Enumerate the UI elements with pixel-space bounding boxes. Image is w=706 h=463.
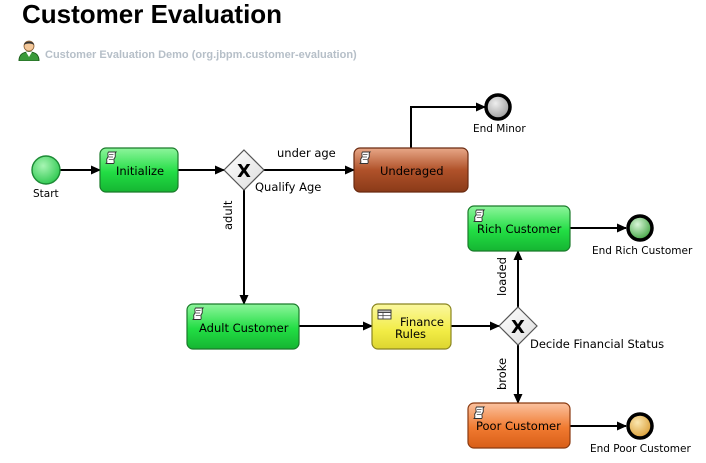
business-rule-icon xyxy=(377,309,392,320)
script-task-icon xyxy=(359,151,371,164)
sequence-flows xyxy=(60,102,627,431)
edge-label-broke: broke xyxy=(495,358,509,390)
task-initialize-label: Initialize xyxy=(116,164,164,178)
end-event-minor-label: End Minor xyxy=(473,123,526,135)
task-initialize[interactable]: Initialize xyxy=(99,147,179,193)
end-event-minor[interactable] xyxy=(484,93,512,121)
gateway-x-icon: X xyxy=(511,317,525,338)
script-task-icon xyxy=(473,406,485,419)
script-task-icon xyxy=(473,209,485,222)
gateway-qualify-age[interactable]: X xyxy=(223,149,265,191)
task-underaged[interactable]: Underaged xyxy=(353,147,469,193)
page-title: Customer Evaluation xyxy=(22,0,283,29)
user-icon xyxy=(17,39,41,65)
edge-label-loaded: loaded xyxy=(495,257,509,296)
process-subtitle[interactable]: Customer Evaluation Demo (org.jbpm.custo… xyxy=(17,40,357,64)
task-poor-customer[interactable]: Poor Customer xyxy=(467,402,571,449)
task-adult-customer[interactable]: Adult Customer xyxy=(186,303,300,350)
end-event-rich-customer[interactable] xyxy=(626,214,654,242)
end-event-poor-customer-label: End Poor Customer xyxy=(590,443,691,455)
gateway-qualify-age-label: Qualify Age xyxy=(255,180,321,194)
task-poor-customer-label: Poor Customer xyxy=(476,419,561,433)
gateway-decide-financial-status-label: Decide Financial Status xyxy=(530,337,664,351)
task-rich-customer-label: Rich Customer xyxy=(477,222,562,236)
task-finance-rules-label-line1: Finance xyxy=(400,315,444,329)
task-finance-rules-label-line2: Rules xyxy=(395,327,426,341)
gateway-decide-financial-status[interactable]: X xyxy=(498,306,538,346)
script-task-icon xyxy=(105,151,117,164)
start-event[interactable] xyxy=(31,155,61,185)
process-subtitle-text: Customer Evaluation Demo (org.jbpm.custo… xyxy=(45,49,357,61)
task-finance-rules[interactable]: Finance Rules xyxy=(371,303,452,350)
flow-underaged-end-minor xyxy=(410,102,486,148)
script-task-icon xyxy=(192,307,204,320)
task-underaged-label: Underaged xyxy=(380,164,444,178)
start-event-label: Start xyxy=(33,188,59,200)
task-adult-customer-label: Adult Customer xyxy=(199,321,289,335)
end-event-poor-customer[interactable] xyxy=(626,412,654,440)
edge-label-under-age: under age xyxy=(277,146,336,160)
gateway-x-icon: X xyxy=(237,161,251,182)
task-rich-customer[interactable]: Rich Customer xyxy=(467,205,571,252)
edge-label-adult: adult xyxy=(221,200,235,230)
end-event-rich-customer-label: End Rich Customer xyxy=(592,245,693,257)
